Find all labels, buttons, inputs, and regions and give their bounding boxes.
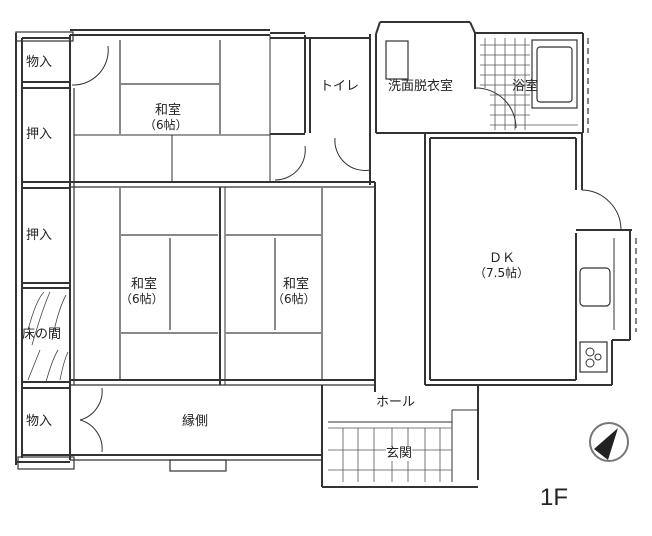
room-tokonoma: 床の間 [22,327,62,342]
eave-top-left [15,31,74,42]
room-washitsu-right: 和室 [283,277,310,292]
room-bath: 浴室 [512,79,539,94]
room-entrance: 玄関 [386,446,413,461]
room-washitsu-top-size: （6帖） [144,118,188,132]
room-dk: ＤＫ [489,251,516,266]
room-closet-2: 押入 [26,228,53,243]
room-washitsu-left-size: （6帖） [120,292,164,306]
room-dk-size: （7.5帖） [474,266,530,280]
room-hall: ホール [376,395,416,410]
compass-icon [589,422,629,462]
room-engawa: 縁側 [182,414,209,429]
room-closet-1: 押入 [26,127,53,142]
room-washitsu-right-size: （6帖） [272,292,316,306]
room-storage-bottom: 物入 [26,414,53,429]
room-washroom: 洗面脱衣室 [388,79,454,94]
room-washitsu-left: 和室 [131,277,158,292]
room-storage-top: 物入 [26,55,53,70]
room-washitsu-top: 和室 [155,103,182,118]
floor-label: 1F [540,484,569,511]
room-toilet: トイレ [320,79,360,94]
